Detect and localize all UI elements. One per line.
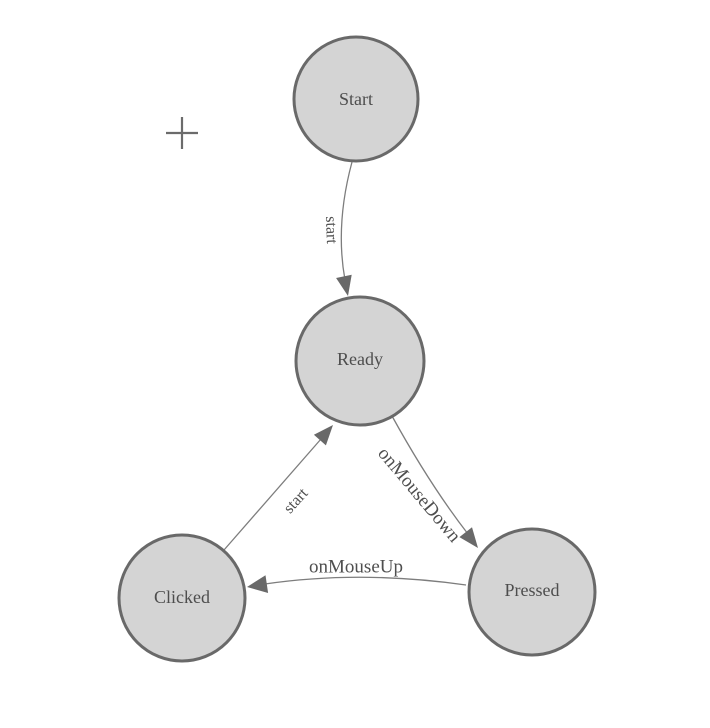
- node-pressed-label: Pressed: [505, 580, 560, 600]
- edge-line-pressed-clicked: [264, 576, 467, 586]
- edge-line-clicked-ready: [223, 438, 322, 551]
- node-clicked[interactable]: Clicked: [117, 533, 247, 663]
- edge-label-start-2: start: [280, 485, 311, 517]
- edge-label-onmouseup: onMouseUp: [309, 557, 403, 578]
- node-start[interactable]: Start: [292, 35, 420, 163]
- edge-pressed-to-clicked[interactable]: onMouseUp: [247, 557, 467, 594]
- edge-line-ready-pressed: [391, 415, 469, 535]
- edge-ready-to-pressed[interactable]: onMouseDown: [373, 415, 478, 548]
- node-clicked-label: Clicked: [154, 587, 210, 607]
- node-start-label: Start: [339, 89, 373, 109]
- node-pressed-circle: [467, 527, 597, 657]
- edge-label-onmousedown: onMouseDown: [373, 443, 465, 547]
- edge-start-to-ready[interactable]: start: [322, 161, 353, 296]
- node-clicked-circle: [117, 533, 247, 663]
- arrowhead-into-ready-top: [336, 274, 352, 296]
- edge-clicked-to-ready[interactable]: start: [223, 425, 333, 551]
- arrowhead-into-clicked: [247, 575, 269, 593]
- crosshair-cursor: [166, 117, 198, 149]
- edge-label-start-1: start: [322, 216, 340, 245]
- node-ready-label: Ready: [337, 349, 383, 369]
- node-ready[interactable]: Ready: [294, 295, 426, 427]
- node-start-circle: [292, 35, 420, 163]
- edge-line-start-ready: [340, 161, 353, 281]
- node-pressed[interactable]: Pressed: [467, 527, 597, 657]
- arrowhead-into-ready-bottom: [313, 425, 333, 446]
- arrowhead-into-pressed: [459, 527, 478, 548]
- node-ready-circle: [294, 295, 426, 427]
